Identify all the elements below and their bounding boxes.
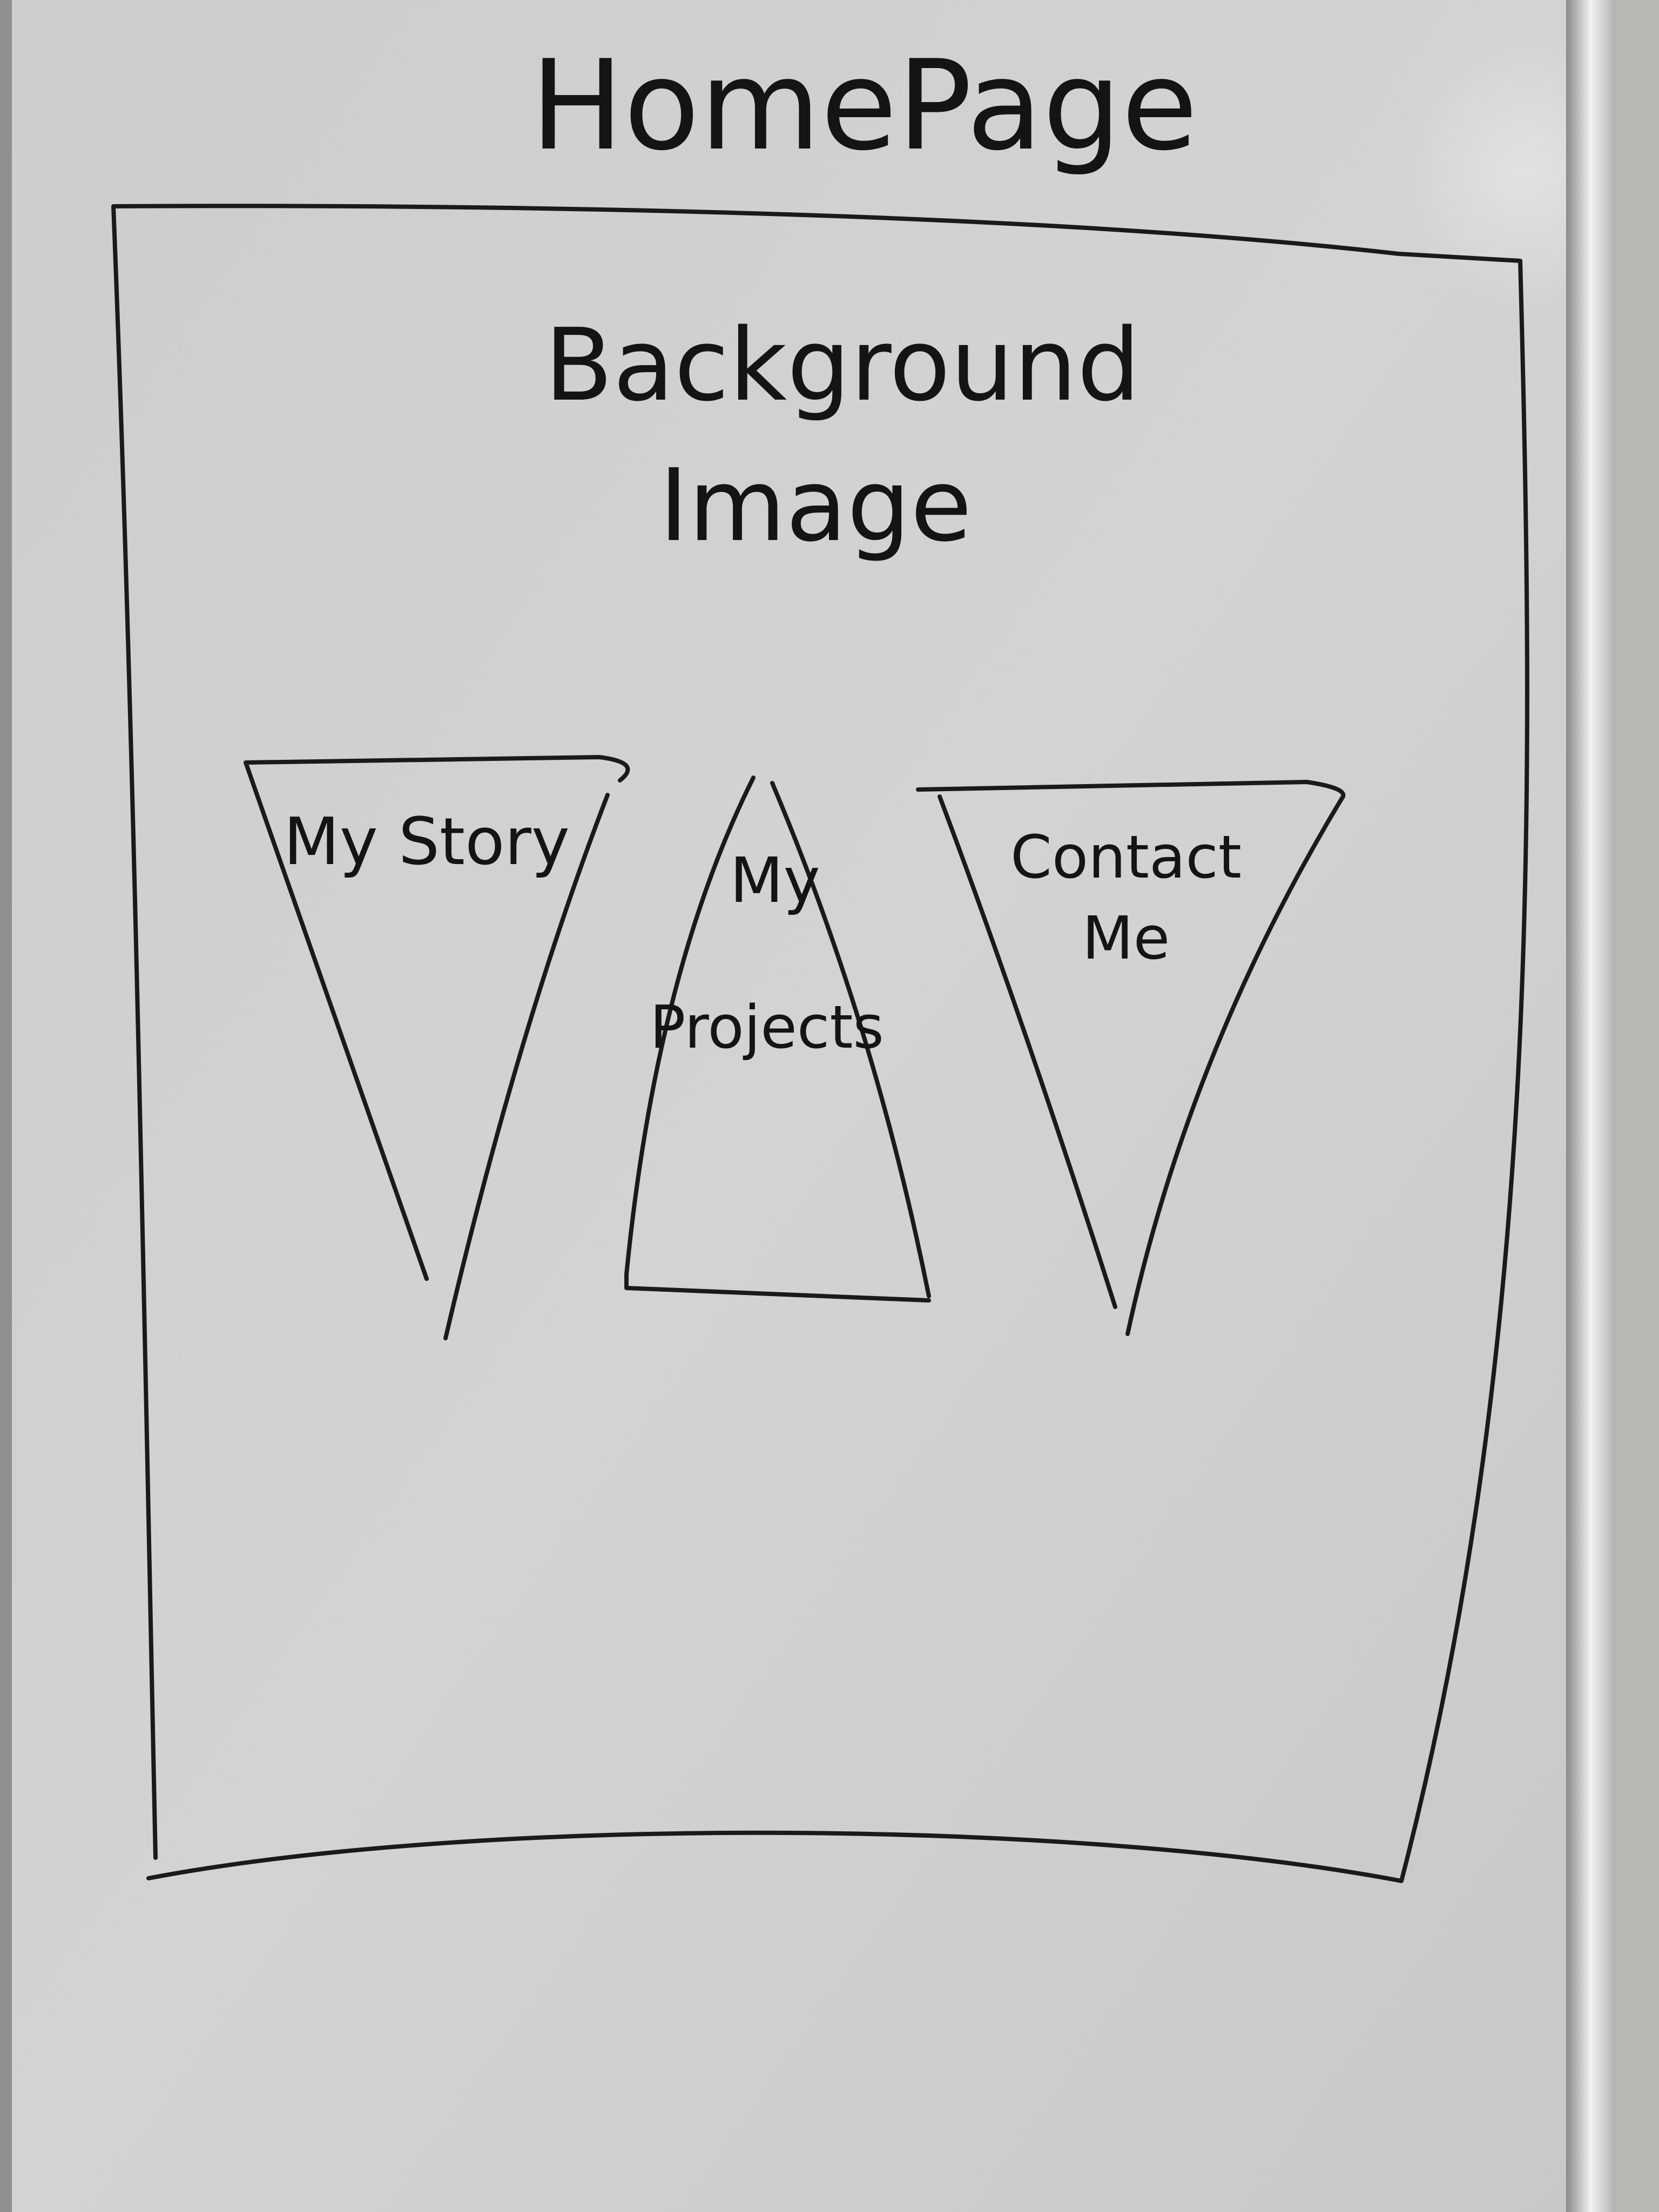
nav-contact-me[interactable]: Contact Me xyxy=(916,780,1346,1336)
whiteboard-frame-rail xyxy=(1566,0,1616,2212)
page-frame xyxy=(111,204,1529,1883)
my-story-triangle xyxy=(244,755,630,1340)
whiteboard-left-edge xyxy=(0,0,12,2212)
nav-my-projects[interactable]: My Projects xyxy=(624,775,931,1303)
nav-my-story[interactable]: My Story xyxy=(244,755,630,1340)
whiteboard-surface xyxy=(12,0,1578,2212)
page-title: HomePage xyxy=(530,34,1198,178)
my-projects-triangle xyxy=(624,775,931,1303)
background-image-label-line1: Background xyxy=(544,307,1141,423)
contact-me-label-line2: Me xyxy=(1082,903,1170,973)
contact-me-label-line1: Contact xyxy=(1010,822,1242,892)
wall-edge xyxy=(1616,0,1659,2212)
background-image-label-line2: Image xyxy=(659,447,972,564)
my-projects-label-line1: My xyxy=(730,845,820,917)
my-story-label: My Story xyxy=(284,805,570,880)
my-projects-label-line2: Projects xyxy=(650,993,884,1062)
contact-me-triangle xyxy=(916,780,1346,1336)
